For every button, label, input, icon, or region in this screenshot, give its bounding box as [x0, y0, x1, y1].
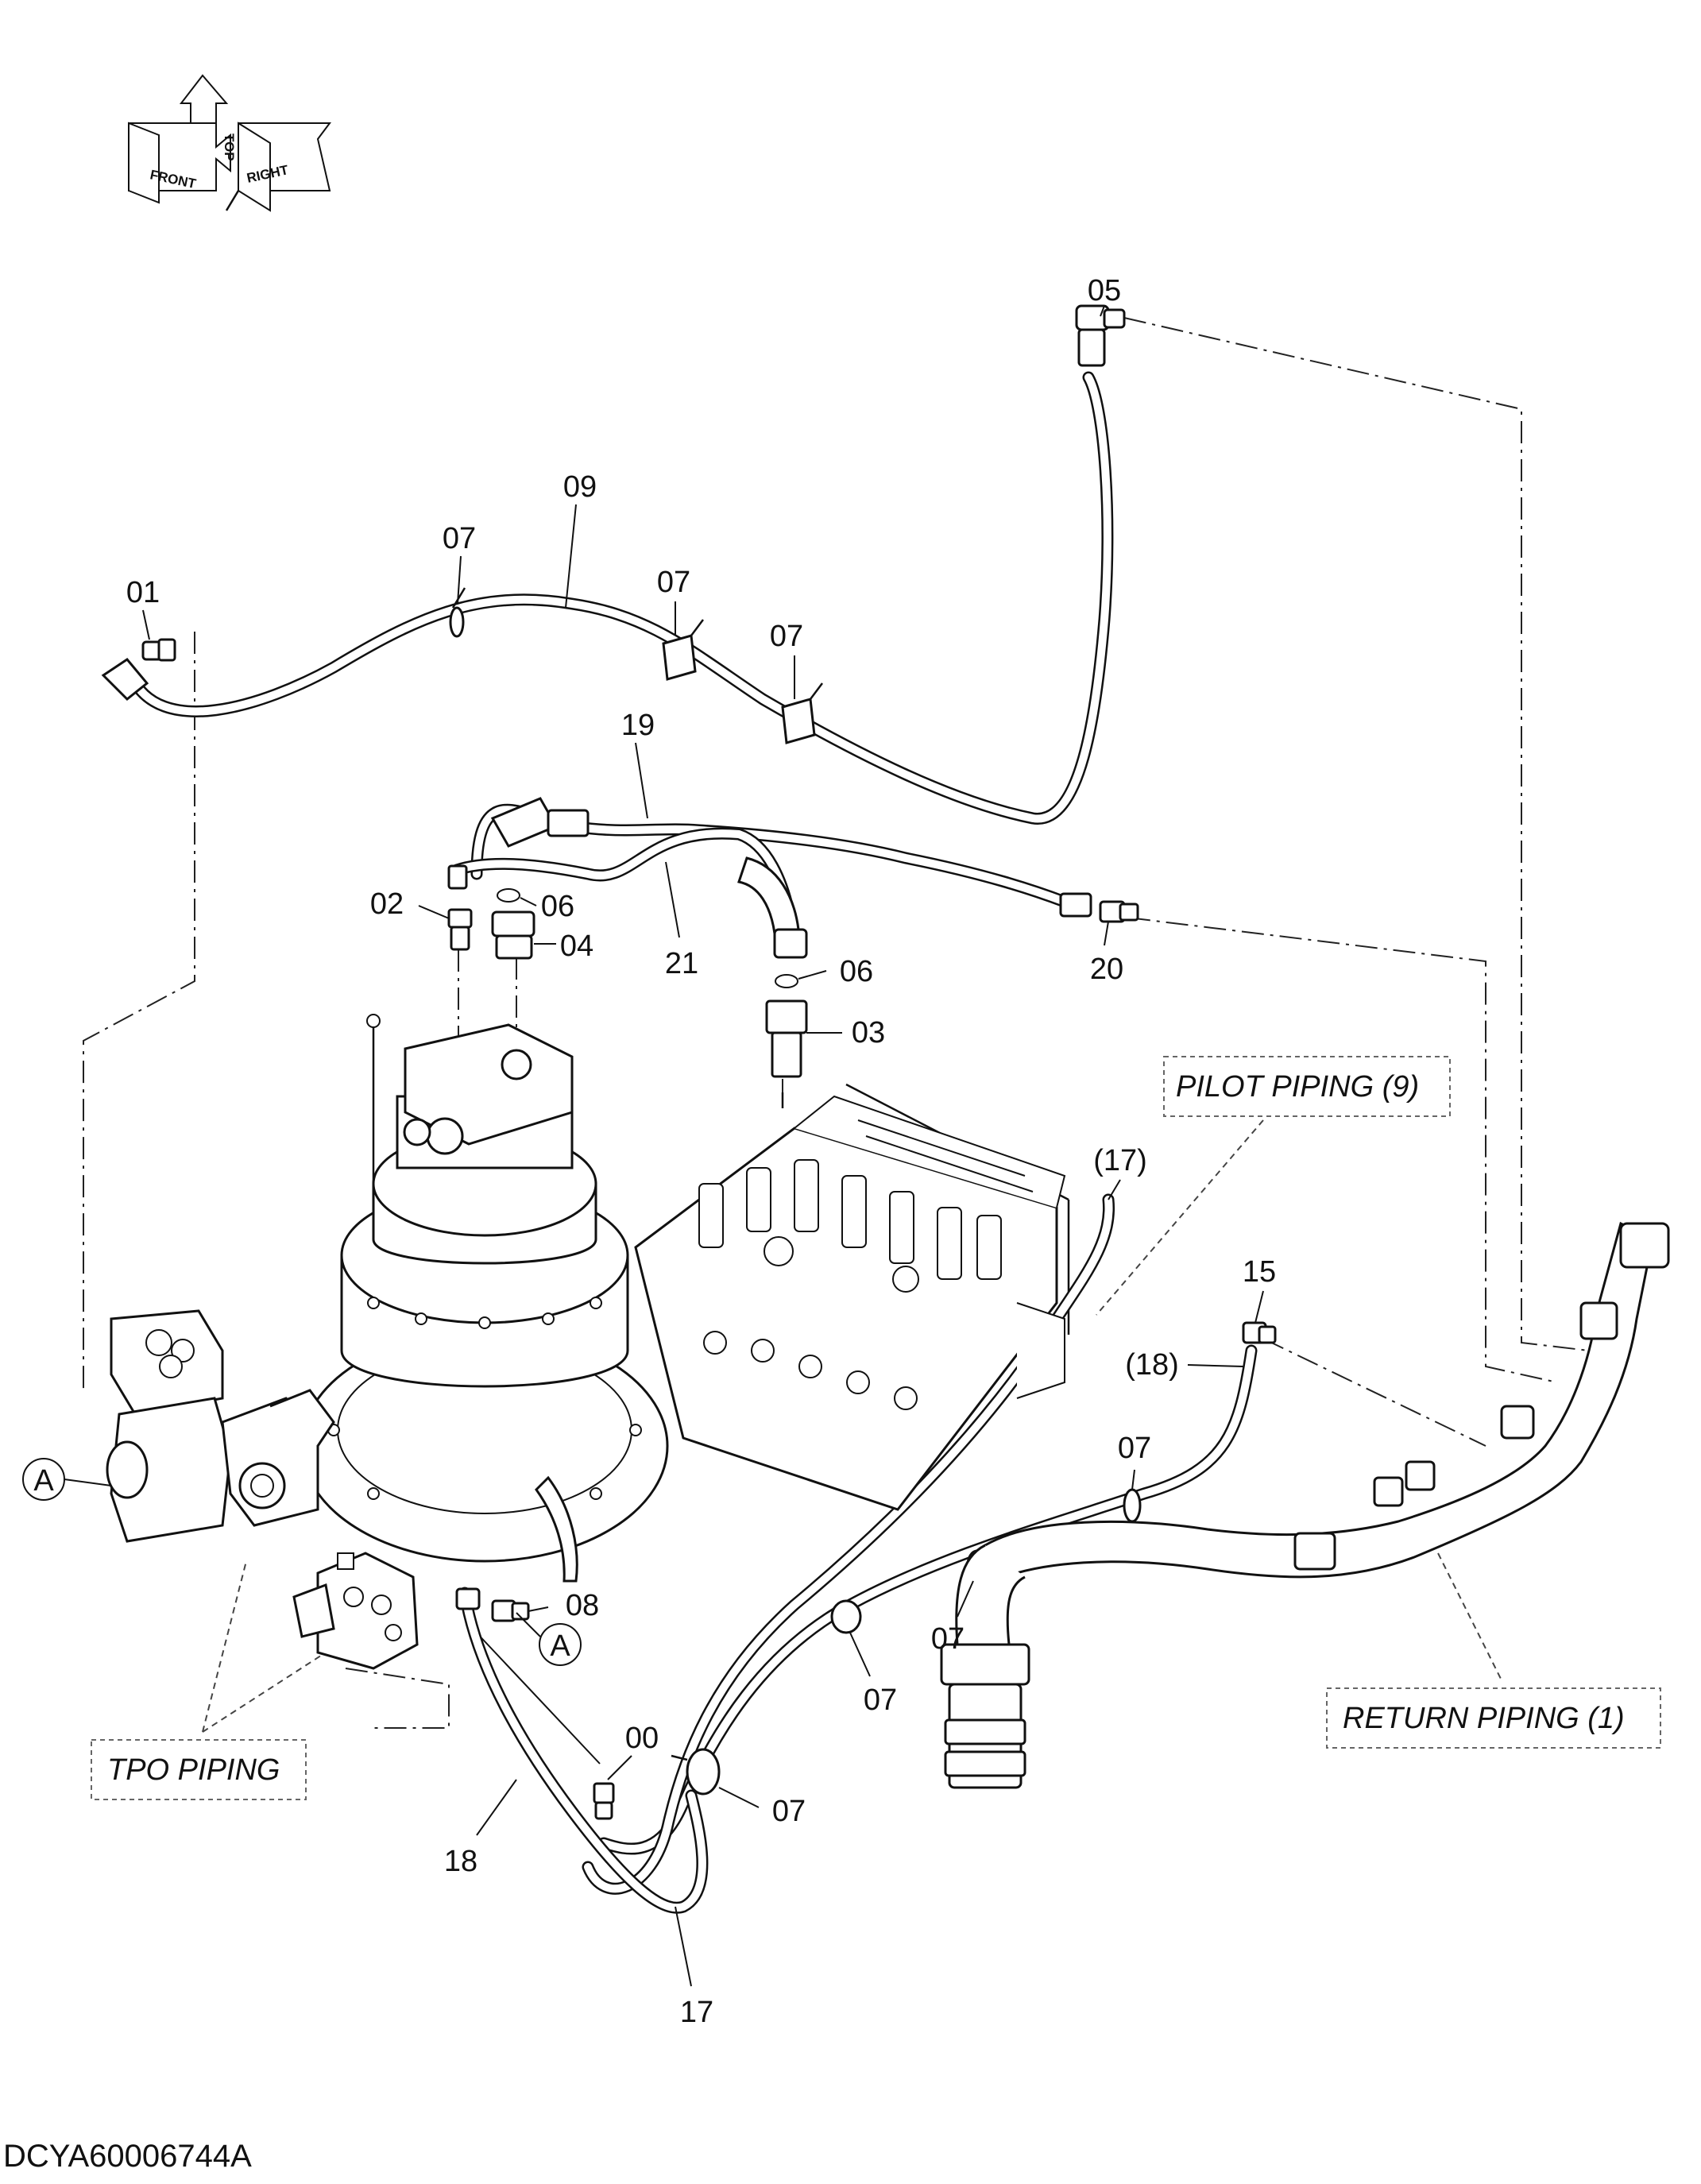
fitting-03 — [765, 999, 808, 1078]
callout-15: 15 — [1243, 1255, 1276, 1289]
fitting-08 — [455, 1587, 530, 1622]
callout-06-a: 06 — [541, 890, 574, 923]
orientation-top-label: TOP — [222, 133, 237, 161]
fitting-20 — [1059, 892, 1139, 923]
clamp-07-a — [449, 587, 466, 638]
callout-leaders — [142, 305, 1264, 1987]
return-piping-box[interactable]: RETURN PIPING (1) — [1326, 1687, 1661, 1749]
callout-07-c: 07 — [770, 620, 803, 653]
fitting-15 — [1242, 1321, 1277, 1344]
pilot-piping-label: PILOT PIPING (9) — [1176, 1070, 1419, 1104]
fitting-19-end — [490, 797, 590, 848]
callout-00: 00 — [625, 1722, 659, 1755]
hose-18 — [458, 1587, 709, 1914]
clamp-07-c — [781, 682, 823, 744]
hose-18-ref — [597, 1344, 1258, 1855]
callout-07-f: 07 — [864, 1683, 897, 1717]
orientation-icon: TOP FRONT RIGHT — [128, 74, 331, 212]
fitting-02 — [447, 864, 473, 951]
callout-06-b: 06 — [840, 955, 873, 988]
marker-a-label-2: A — [550, 1629, 570, 1663]
callout-18: 18 — [444, 1845, 477, 1878]
fitting-04 — [491, 910, 535, 960]
callout-05: 05 — [1088, 274, 1121, 307]
callout-19: 19 — [621, 709, 655, 742]
fitting-00 — [593, 1782, 615, 1820]
hose-17 — [582, 1193, 1115, 1895]
elbow-fitting-hose-21 — [737, 856, 808, 959]
callout-07-g: 07 — [772, 1795, 806, 1828]
tpo-piping-box[interactable]: TPO PIPING — [91, 1739, 307, 1800]
drawing-code: DCYA60006744A — [3, 2139, 252, 2174]
connection-marker-a-2: A — [516, 1612, 582, 1666]
pump-assembly — [106, 1309, 335, 1543]
clamp-07-b — [662, 619, 704, 681]
callout-18-ref: (18) — [1125, 1348, 1179, 1382]
callout-07-a: 07 — [443, 522, 476, 555]
clamp-07-f — [830, 1599, 862, 1634]
fitting-05 — [1075, 304, 1126, 367]
callout-08: 08 — [566, 1589, 599, 1622]
callout-07-b: 07 — [657, 566, 690, 599]
oring-06-b — [775, 974, 798, 988]
swing-motor — [300, 1014, 669, 1583]
clamp-07-g — [671, 1748, 721, 1796]
callout-09: 09 — [563, 470, 597, 504]
fitting-01 — [101, 638, 176, 702]
control-valve — [634, 1095, 1066, 1511]
callout-01: 01 — [126, 576, 160, 609]
return-pipe — [940, 1221, 1670, 1789]
clamp-07-d — [1123, 1488, 1142, 1523]
pilot-piping-box[interactable]: PILOT PIPING (9) — [1163, 1056, 1451, 1117]
marker-a-label-1: A — [33, 1464, 54, 1498]
connection-marker-a-1: A — [22, 1458, 112, 1501]
oring-06-a — [497, 888, 520, 903]
callout-04: 04 — [560, 930, 593, 963]
callout-17-ref: (17) — [1093, 1144, 1147, 1177]
callout-03: 03 — [852, 1016, 885, 1049]
return-piping-label: RETURN PIPING (1) — [1343, 1702, 1625, 1735]
callout-02: 02 — [370, 887, 404, 921]
tpo-valve — [292, 1552, 419, 1670]
callout-20: 20 — [1090, 953, 1123, 986]
callout-07-e: 07 — [931, 1622, 965, 1656]
hose-09 — [125, 371, 1114, 825]
callout-21: 21 — [665, 947, 698, 980]
callout-07-d: 07 — [1118, 1432, 1151, 1465]
hose-21 — [450, 827, 801, 952]
callout-17: 17 — [680, 1996, 713, 2029]
tpo-piping-label: TPO PIPING — [107, 1753, 280, 1787]
